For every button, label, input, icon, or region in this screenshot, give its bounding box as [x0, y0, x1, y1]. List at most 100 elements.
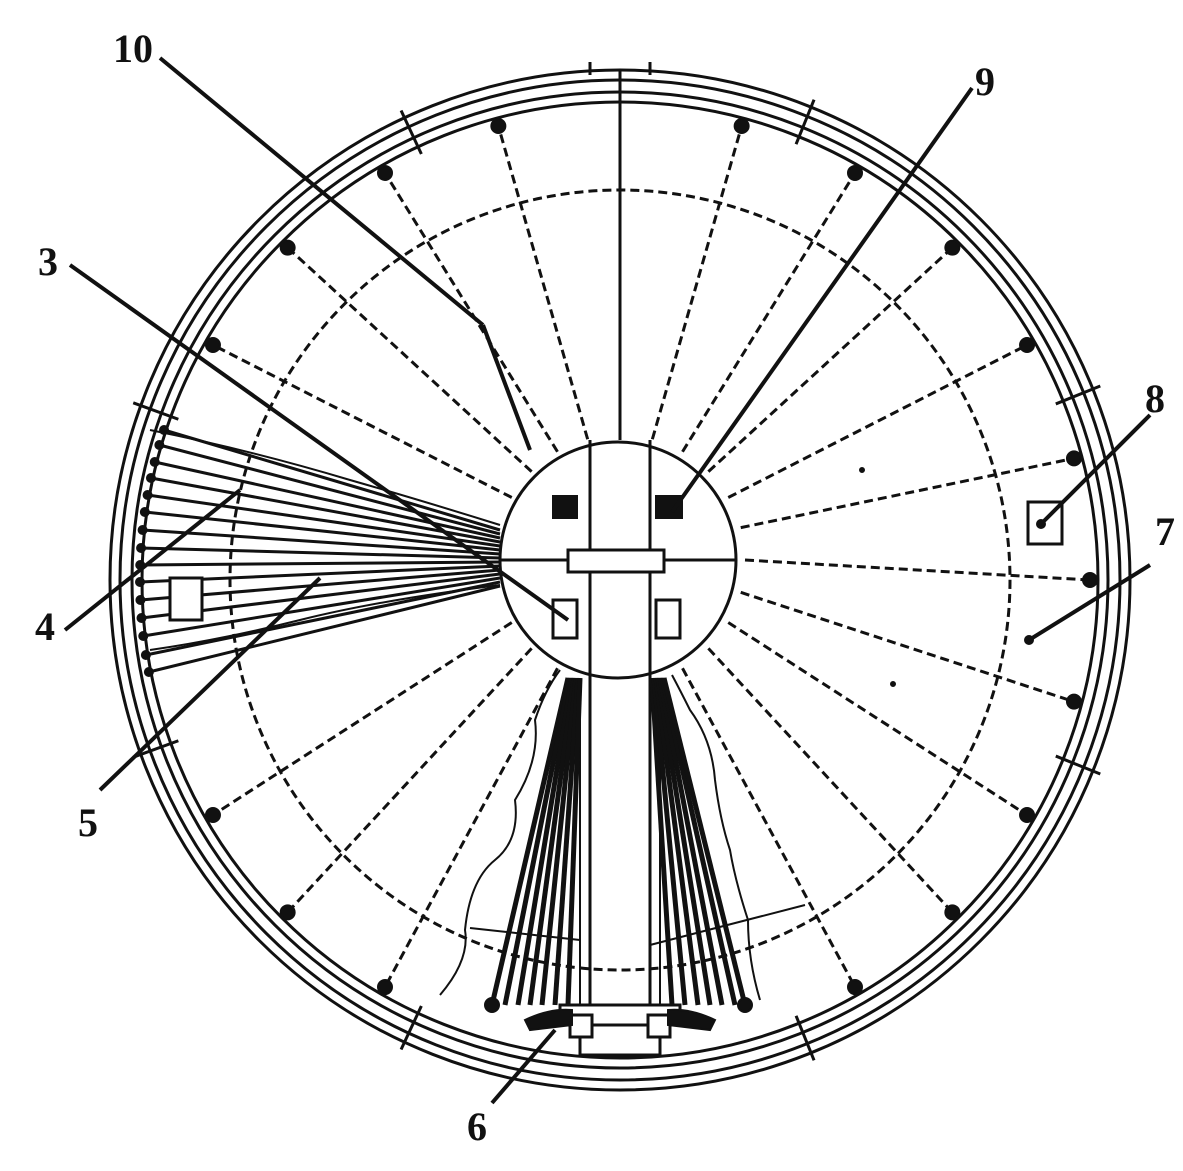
radial-line — [650, 125, 744, 440]
leader-5 — [98, 576, 322, 792]
anchor-dot — [490, 118, 507, 135]
leader-7 — [1027, 563, 1152, 642]
anchor-dot — [1065, 693, 1082, 710]
joint-tick — [399, 1005, 423, 1051]
radial-line — [383, 172, 559, 453]
leader-8 — [1039, 413, 1152, 526]
leader-10 — [158, 56, 485, 327]
anchor-dot — [1019, 337, 1036, 353]
hub-block-left — [552, 495, 578, 519]
left-cable-line — [163, 428, 501, 532]
bottom-left-cable — [527, 677, 577, 1006]
radial-line — [707, 246, 954, 473]
joint-tick — [1055, 384, 1101, 406]
callout-3: 3 — [38, 239, 58, 284]
left-cable-line — [143, 576, 501, 638]
joint-tick — [132, 401, 179, 421]
callout-6: 6 — [467, 1104, 487, 1149]
anchor-dot — [279, 904, 296, 921]
radial-line — [707, 647, 954, 914]
joint-tick — [132, 739, 179, 759]
joint-tick — [794, 99, 816, 145]
callout-8: 8 — [1145, 376, 1165, 421]
bottom-right-cable — [661, 677, 748, 1006]
left-cable-line — [158, 443, 501, 536]
bottom-left-cable — [515, 677, 575, 1006]
anchor-dot — [377, 979, 393, 996]
left-cable-line — [145, 580, 501, 657]
left-cable-anchor — [142, 490, 153, 500]
leader-9 — [670, 86, 974, 514]
left-cable-anchor — [135, 595, 146, 605]
wavy-lines — [149, 429, 806, 1001]
radial-line — [286, 647, 533, 914]
left-cable-anchor — [154, 440, 165, 450]
left-cable-anchor — [149, 457, 160, 467]
leader-6 — [490, 1028, 557, 1105]
anchor-dot — [1065, 450, 1082, 467]
callout-9: 9 — [975, 59, 995, 104]
left-cable-anchor — [138, 631, 149, 641]
left-cable-anchor — [136, 543, 147, 553]
radial-line — [212, 621, 513, 817]
anchor-dot — [1082, 572, 1098, 588]
joint-tick — [794, 1015, 816, 1061]
left-box — [168, 576, 204, 622]
left-cable-line — [148, 584, 501, 674]
leader-lines — [63, 56, 1152, 1105]
radial-line — [496, 125, 590, 440]
anchor-dots — [204, 118, 1098, 996]
radial-line — [740, 590, 1075, 704]
lining-joints — [132, 99, 1101, 1061]
leader-3 — [68, 263, 570, 622]
leader-10b — [481, 324, 532, 451]
left-cable-anchor — [140, 650, 151, 660]
bottom-right-cable — [653, 677, 701, 1006]
callout-10: 10 — [113, 26, 153, 71]
bottom-left-cable — [552, 677, 581, 1006]
left-cable-line — [142, 528, 501, 556]
central-hub — [498, 440, 738, 680]
radial-line — [740, 456, 1075, 530]
left-cable-anchor — [139, 507, 150, 517]
left-cable-anchor — [145, 473, 156, 483]
bottom-right-cable — [649, 677, 675, 1006]
anchor-dot — [847, 979, 863, 996]
anchor-dot — [944, 239, 961, 256]
left-cable-anchor — [137, 525, 148, 535]
bottom-left-cable — [565, 677, 583, 1006]
bottom-left-cable — [489, 677, 571, 1006]
bottom-right-cable — [651, 677, 688, 1006]
left-cable-line — [141, 546, 501, 560]
callout-5: 5 — [78, 800, 98, 845]
bottom-right-cable — [657, 677, 725, 1006]
callout-4: 4 — [35, 604, 55, 649]
anchor-dot — [204, 337, 221, 353]
left-cable-anchor — [135, 577, 146, 587]
radial-line — [681, 667, 857, 988]
radial-dashed-lines — [212, 125, 1091, 988]
bottom-anchor-right — [737, 997, 753, 1013]
bottom-anchor-left — [484, 997, 500, 1013]
callout-7: 7 — [1155, 509, 1175, 554]
anchor-dot — [847, 164, 863, 181]
anchor-dot — [944, 904, 961, 921]
radial-line — [744, 558, 1091, 582]
left-cable-fan — [135, 425, 501, 677]
anchor-dot — [377, 164, 393, 181]
invert-block — [523, 1003, 717, 1057]
joint-tick — [1055, 754, 1101, 776]
anchor-dot — [733, 118, 750, 135]
joint-tick — [399, 109, 423, 155]
left-cable-anchor — [143, 667, 154, 677]
anchor-dot — [279, 239, 296, 256]
radial-line — [727, 621, 1028, 817]
left-cable-anchor — [136, 613, 147, 623]
radial-line — [681, 172, 857, 453]
leader-4 — [63, 488, 242, 632]
bottom-left-cable — [539, 677, 579, 1006]
radial-line — [383, 667, 559, 988]
bottom-right-cable — [659, 677, 738, 1006]
bottom-cable-fans — [484, 677, 753, 1013]
